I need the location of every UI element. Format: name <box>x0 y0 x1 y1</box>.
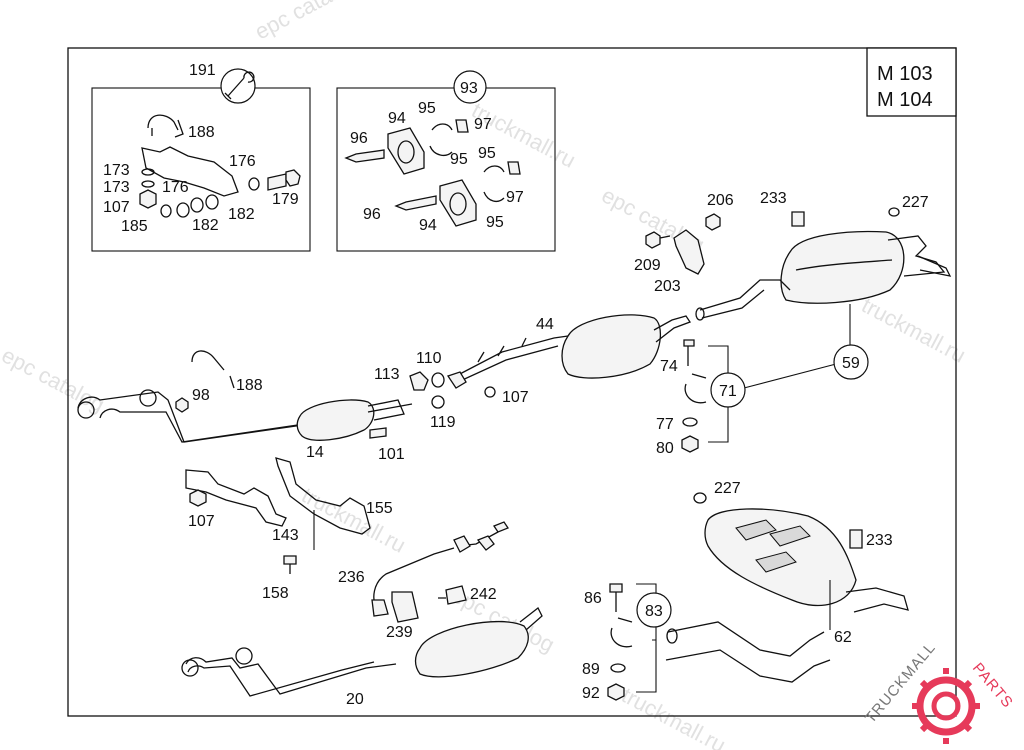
rear-silencer-lower <box>665 492 909 683</box>
part-label-173: 173 <box>103 162 130 179</box>
diagram-frame <box>67 47 957 717</box>
part-label-98: 98 <box>192 387 210 404</box>
part-label-97: 97 <box>474 116 492 133</box>
part-label-233: 233 <box>760 190 787 207</box>
part-label-203: 203 <box>654 278 681 295</box>
part-label-44: 44 <box>536 316 554 333</box>
part-label-77: 77 <box>656 416 674 433</box>
oxygen-sensor <box>371 521 509 623</box>
part-label-143: 143 <box>272 527 299 544</box>
part-label-236: 236 <box>338 569 365 586</box>
truckmall-parts-logo: TRUCKMALL PARTS <box>862 639 1016 744</box>
part-label-89: 89 <box>582 661 600 678</box>
part-label-94: 94 <box>388 110 406 127</box>
part-label-191: 191 <box>189 62 216 79</box>
part-label-97: 97 <box>506 189 524 206</box>
part-label-74: 74 <box>660 358 678 375</box>
part-label-227: 227 <box>714 480 741 497</box>
part-label-94: 94 <box>419 217 437 234</box>
part-label-179: 179 <box>272 191 299 208</box>
part-label-113: 113 <box>374 366 400 383</box>
watermark: truckmall.ru <box>858 292 970 367</box>
part-label-95: 95 <box>450 151 468 168</box>
part-label-71: 71 <box>719 383 737 400</box>
part-label-206: 206 <box>707 192 734 209</box>
watermark: epc catalog <box>251 0 362 44</box>
part-label-188: 188 <box>236 377 263 394</box>
part-label-107: 107 <box>502 389 529 406</box>
part-label-188: 188 <box>188 124 215 141</box>
part-label-185: 185 <box>121 218 148 235</box>
part-label-209: 209 <box>634 257 661 274</box>
leader-lines <box>313 304 851 630</box>
wrench-icon <box>224 71 255 100</box>
part-label-110: 110 <box>416 350 442 367</box>
part-label-93: 93 <box>460 80 478 97</box>
part-label-182: 182 <box>192 217 219 234</box>
part-label-95: 95 <box>486 214 504 231</box>
front-pipe-upper <box>77 350 496 443</box>
part-label-96: 96 <box>363 206 381 223</box>
part-labels: 191 93 188 173 173 176 176 107 185 182 1… <box>103 62 929 708</box>
inset-hardware-kit <box>91 68 311 252</box>
part-label-92: 92 <box>582 685 600 702</box>
part-label-96: 96 <box>350 130 368 147</box>
part-label-107: 107 <box>188 513 215 530</box>
part-label-158: 158 <box>262 585 289 602</box>
brackets <box>185 457 371 574</box>
brand-text: TRUCKMALL <box>862 639 939 726</box>
part-label-20: 20 <box>346 691 364 708</box>
part-label-242: 242 <box>470 586 497 603</box>
gear-icon <box>912 668 980 744</box>
part-label-14: 14 <box>306 444 324 461</box>
part-label-173: 173 <box>103 179 130 196</box>
part-label-227: 227 <box>902 194 929 211</box>
hardware-column-83 <box>607 583 657 701</box>
model-code: M 104 <box>877 89 933 111</box>
inset-clamp-kit <box>336 70 556 252</box>
part-label-182: 182 <box>228 206 255 223</box>
part-label-119: 119 <box>430 414 456 431</box>
rear-silencer-upper <box>645 207 952 321</box>
reference-circles <box>636 344 869 628</box>
part-label-176: 176 <box>162 179 189 196</box>
part-label-80: 80 <box>656 440 674 457</box>
part-label-155: 155 <box>366 500 393 517</box>
model-code: M 103 <box>877 63 933 85</box>
part-label-176: 176 <box>229 153 256 170</box>
model-code-box: M 103 M 104 <box>866 47 957 117</box>
part-label-101: 101 <box>378 446 405 463</box>
part-label-62: 62 <box>834 629 852 646</box>
part-label-239: 239 <box>386 624 413 641</box>
front-pipe-lower <box>181 607 543 697</box>
part-label-86: 86 <box>584 590 602 607</box>
part-label-59: 59 <box>842 355 860 372</box>
center-resonator <box>455 314 691 383</box>
part-label-83: 83 <box>645 603 663 620</box>
part-label-233: 233 <box>866 532 893 549</box>
part-label-95: 95 <box>478 145 496 162</box>
part-label-107: 107 <box>103 199 130 216</box>
part-label-95: 95 <box>418 100 436 117</box>
